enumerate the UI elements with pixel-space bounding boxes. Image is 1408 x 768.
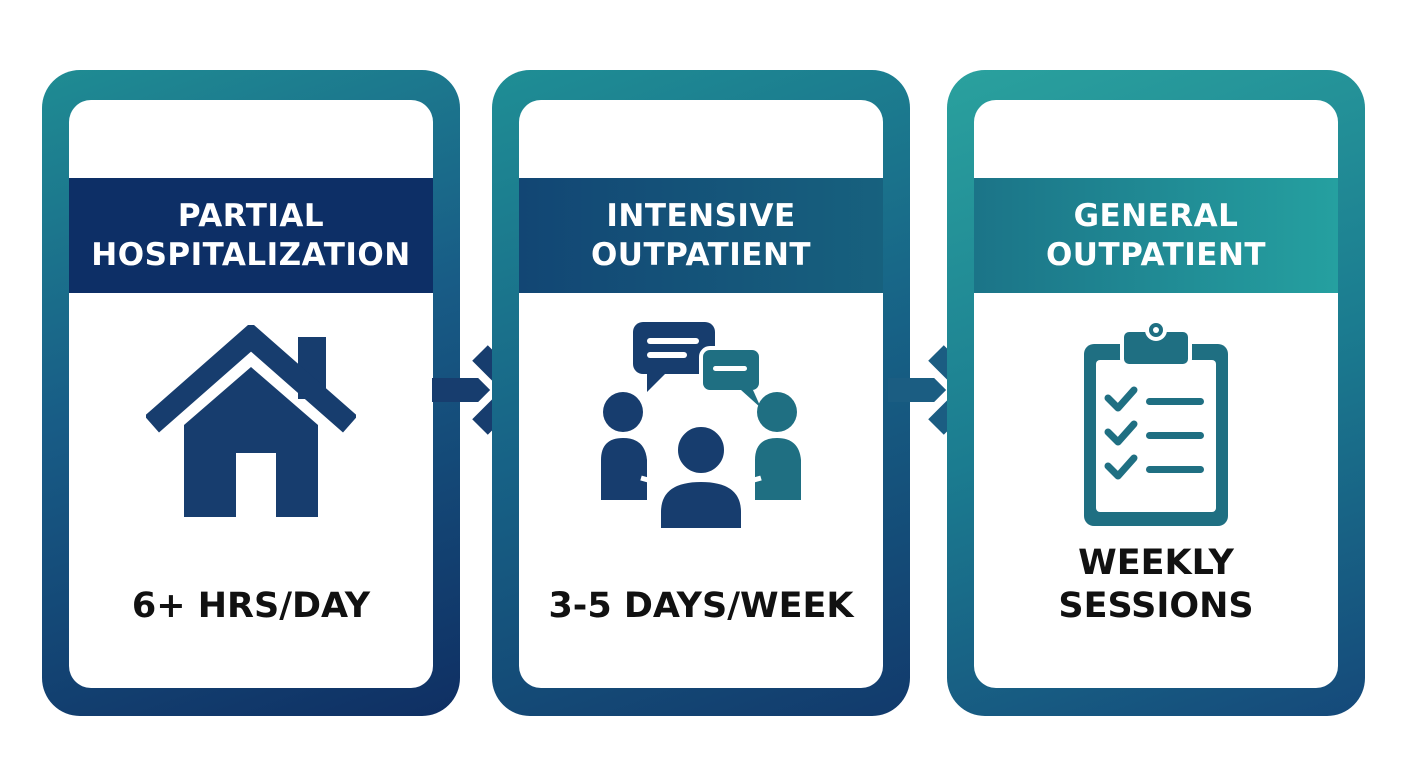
stage-card-partial-hospitalization: PARTIAL HOSPITALIZATION 6+ HRS/DAY <box>42 70 460 716</box>
stage-title: PARTIAL HOSPITALIZATION <box>91 197 411 273</box>
stage-caption: WEEKLY SESSIONS <box>1058 543 1254 626</box>
stage-caption: 6+ HRS/DAY <box>131 586 371 626</box>
stage-panel: INTENSIVE OUTPATIENT 3-5 DAYS/WEEK <box>519 100 883 688</box>
stage-card-intensive-outpatient: INTENSIVE OUTPATIENT 3-5 DAYS/WEEK <box>492 70 910 716</box>
stage-title-band: PARTIAL HOSPITALIZATION <box>69 178 433 293</box>
stage-card-general-outpatient: GENERAL OUTPATIENT WEEKLY SESSIONS <box>947 70 1365 716</box>
clipboard-checklist-icon <box>1084 320 1228 526</box>
group-discussion-icon <box>601 322 801 530</box>
stage-caption: 3-5 DAYS/WEEK <box>548 586 854 626</box>
stage-title-band: INTENSIVE OUTPATIENT <box>519 178 883 293</box>
stage-title-band: GENERAL OUTPATIENT <box>974 178 1338 293</box>
stage-title: INTENSIVE OUTPATIENT <box>590 197 812 273</box>
stage-panel: GENERAL OUTPATIENT WEEKLY SESSIONS <box>974 100 1338 688</box>
stage-panel: PARTIAL HOSPITALIZATION 6+ HRS/DAY <box>69 100 433 688</box>
stage-title: GENERAL OUTPATIENT <box>1045 197 1267 273</box>
house-icon <box>146 325 356 517</box>
